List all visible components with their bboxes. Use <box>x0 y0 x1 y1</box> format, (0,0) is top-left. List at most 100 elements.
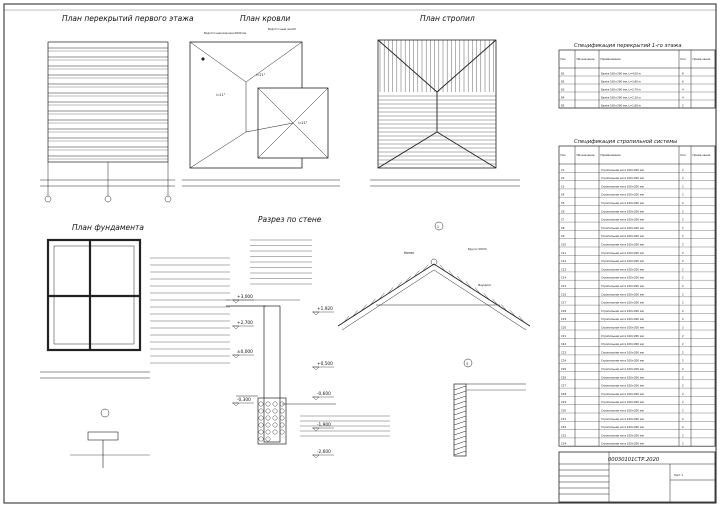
roof-hip-line-5 <box>257 122 294 159</box>
rafter-spec-header: Обозначение <box>577 153 595 157</box>
rafter-spec-cell-qty: 2 <box>682 176 684 180</box>
rafter-spec-cell-name: Стропильная нога 100×200 мм <box>601 326 644 330</box>
rafter-spec-cell-pos: С29 <box>561 400 566 404</box>
rafter-spec-cell-pos: С5 <box>561 201 565 205</box>
floor-spec-header: Кол. <box>681 57 687 61</box>
rafter-spec-cell-qty: 2 <box>682 400 684 404</box>
rafter-spec-cell-pos: С3 <box>561 184 565 188</box>
rafter-spec-cell-name: Стропильная нога 100×200 мм <box>601 218 644 222</box>
rubble-stone <box>265 429 271 435</box>
rafter-spec-table: Спецификация стропильной системы Поз.Обо… <box>558 139 716 447</box>
ridge-tile <box>379 293 385 300</box>
ridge-mauerlat-label: Мауэрлат <box>478 283 492 287</box>
elevation-marks: +3,000+2,700±0,000-0,300+1,920+0,500-0,6… <box>232 294 334 459</box>
eaves-node: 3 <box>453 358 526 457</box>
eaves-hatch-line <box>453 415 467 421</box>
eaves-hatch-line <box>453 405 467 411</box>
rafter-spec-cell-name: Стропильная нога 100×200 мм <box>601 375 644 379</box>
node-marker <box>434 221 444 231</box>
rafter-spec-title: Спецификация стропильной системы <box>574 139 677 145</box>
rafter-spec-cell-qty: 2 <box>682 417 684 421</box>
title-block-sheet: Лист 1 <box>674 473 683 477</box>
pier-cap <box>87 431 119 441</box>
title-block: 00030101СТР.2020 Лист 1 <box>558 451 716 503</box>
elevation-triangle <box>312 427 320 432</box>
ridge-tile <box>423 264 429 271</box>
floor-axis-bubble <box>44 195 52 203</box>
rafter-spec-cell-qty: 2 <box>682 359 684 363</box>
rubble-stone <box>272 422 278 428</box>
rafter-spec-cell-name: Стропильная нога 100×200 мм <box>601 243 644 247</box>
rafter-spec-cell-qty: 2 <box>682 226 684 230</box>
elevation-triangle <box>312 366 320 371</box>
roof-plan: План кровли Водосточная воронка Ø100 мм … <box>182 14 340 187</box>
rafter-hip <box>377 39 438 93</box>
rafter-spec-cell-qty: 2 <box>682 309 684 313</box>
rafter-spec-cell-name: Стропильная нога 100×200 мм <box>601 176 644 180</box>
rafter-spec-header: Наименование <box>601 153 622 157</box>
rubble-stone <box>272 415 278 421</box>
rafter-spec-cell-name: Стропильная нога 100×200 мм <box>601 193 644 197</box>
rafter-spec-cell-name: Стропильная нога 100×200 мм <box>601 184 644 188</box>
rubble-stone <box>258 415 264 421</box>
rafter-spec-cell-name: Стропильная нога 100×200 мм <box>601 367 644 371</box>
rafter-spec-cell-pos: С9 <box>561 234 565 238</box>
rafter-spec-cell-name: Стропильная нога 100×200 мм <box>601 442 644 446</box>
rafter-spec-cell-pos: С24 <box>561 359 566 363</box>
rafter-spec-cell-pos: С28 <box>561 392 566 396</box>
rafter-spec-cell-name: Стропильная нога 100×200 мм <box>601 334 644 338</box>
ridge-tile <box>370 298 376 306</box>
rafter-spec-cell-pos: С31 <box>561 417 566 421</box>
section-rubble-fill <box>258 401 285 442</box>
elevation-label: ±0,000 <box>237 349 253 355</box>
eaves-hatch-line <box>453 420 467 426</box>
floor-spec-cell-qty: 4 <box>682 96 684 100</box>
ridge-tile <box>361 304 367 311</box>
ridge-tile <box>343 315 350 323</box>
ridge-tiles <box>343 264 525 323</box>
roof-valley-line <box>245 122 294 133</box>
ridge-tile <box>414 270 420 277</box>
eaves-hatch-line <box>453 440 467 446</box>
eaves-hatch-line <box>453 425 467 431</box>
ridge-label: Конек <box>404 251 414 255</box>
rafter-spec-header: Кол. <box>681 153 687 157</box>
floor-spec-cell-qty: 2 <box>682 104 684 108</box>
roof-drain-label: Водосточный желоб <box>268 27 296 31</box>
rafter-spec-cell-pos: С8 <box>561 226 565 230</box>
rafter-spec-cell-pos: С23 <box>561 350 566 354</box>
ridge-tile <box>396 281 402 288</box>
floor-beams <box>48 47 168 160</box>
rubble-stone <box>265 415 271 421</box>
floor-spec-cell-name: Балка 100×200 мм, L=3,90 м <box>601 80 641 84</box>
rafter-spec-cell-pos: С15 <box>561 284 566 288</box>
floor-axes <box>44 162 172 203</box>
rafter-spec-cell-name: Стропильная нога 100×200 мм <box>601 400 644 404</box>
rafter-spec-cell-pos: С2 <box>561 176 565 180</box>
floor-spec-cell-pos: Б5 <box>561 104 565 108</box>
ridge-cap <box>430 258 438 266</box>
elevation-triangle <box>312 396 320 401</box>
roof-slope-label-3: i=21° <box>298 121 308 125</box>
roof-hip-line-3 <box>189 131 247 169</box>
elevation-label: +0,500 <box>317 361 333 367</box>
floor-spec-header: Приме-чание <box>693 57 711 61</box>
section-title: Разрез по стене <box>258 215 322 224</box>
rafter-hip-2 <box>436 39 497 93</box>
elevation-label: +2,700 <box>237 320 253 326</box>
elevation-label: -1,900 <box>317 422 331 428</box>
floor-spec-cell-pos: Б2 <box>561 80 565 84</box>
ridge-tile <box>387 287 394 294</box>
rafter-spec-cell-qty: 2 <box>682 267 684 271</box>
rafter-spec-cell-name: Стропильная нога 100×200 мм <box>601 409 644 413</box>
elevation-triangle <box>312 311 320 316</box>
elevation-triangle <box>232 354 240 359</box>
floor-spec-cell-qty: 6 <box>682 80 684 84</box>
rafter-spec-cell-pos: С17 <box>561 301 566 305</box>
floor-spec-cell-pos: Б1 <box>561 72 565 76</box>
elevation-label: -0,600 <box>317 391 331 397</box>
ridge-node: 1 Конек Брусок 50х50 Мауэрлат <box>337 221 531 331</box>
rafter-spec-cell-pos: С7 <box>561 218 565 222</box>
